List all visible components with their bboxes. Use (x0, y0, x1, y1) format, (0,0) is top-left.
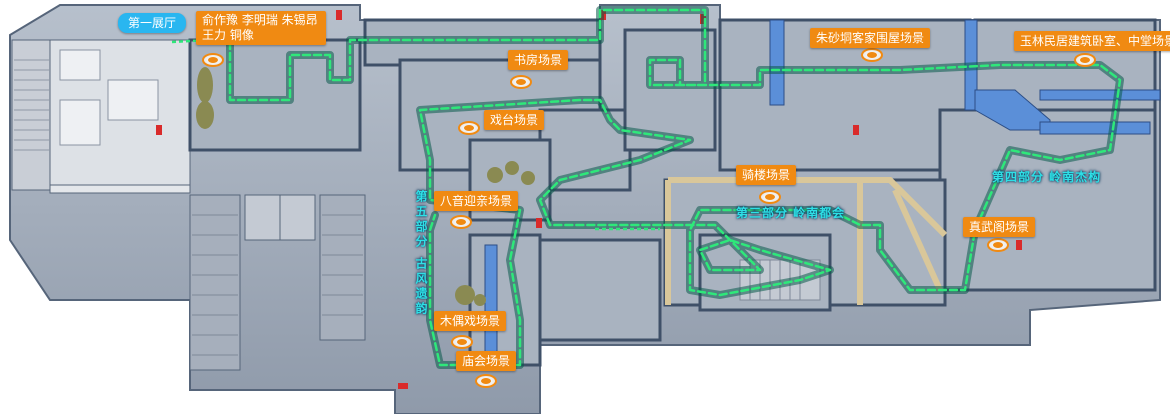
accent-walls (484, 19, 1161, 366)
part5-section-title: 第五部分 古风遗韵 (414, 190, 428, 318)
wedding-scene-label: 八音迎亲场景 (434, 191, 519, 211)
puppet-scene-label: 木偶戏场景 (434, 311, 507, 331)
bronze-statues-label: 俞作豫 李明瑞 朱锡昂 王力 铜像 (196, 11, 326, 45)
hakka-scene-label: 朱砂垌客家围屋场景 (810, 28, 931, 48)
part4-section-title: 第四部分 岭南杰构 (992, 170, 1102, 184)
target-marker-icon (202, 48, 1096, 388)
start-hall-label: 第一展厅 (118, 13, 187, 33)
zhenwu-scene-label: 真武阁场景 (963, 217, 1036, 237)
exhibit-figures (196, 67, 535, 306)
temple-fair-scene-label: 庙会场景 (456, 351, 517, 371)
yulin-scene-label: 玉林民居建筑卧室、中堂场景 (1014, 31, 1170, 51)
study-scene-label: 书房场景 (508, 50, 569, 70)
stage-scene-label: 戏台场景 (484, 110, 545, 130)
part3-section-title: 第三部分 岭南都会 (736, 206, 846, 220)
arcade-scene-label: 骑楼场景 (736, 165, 797, 185)
